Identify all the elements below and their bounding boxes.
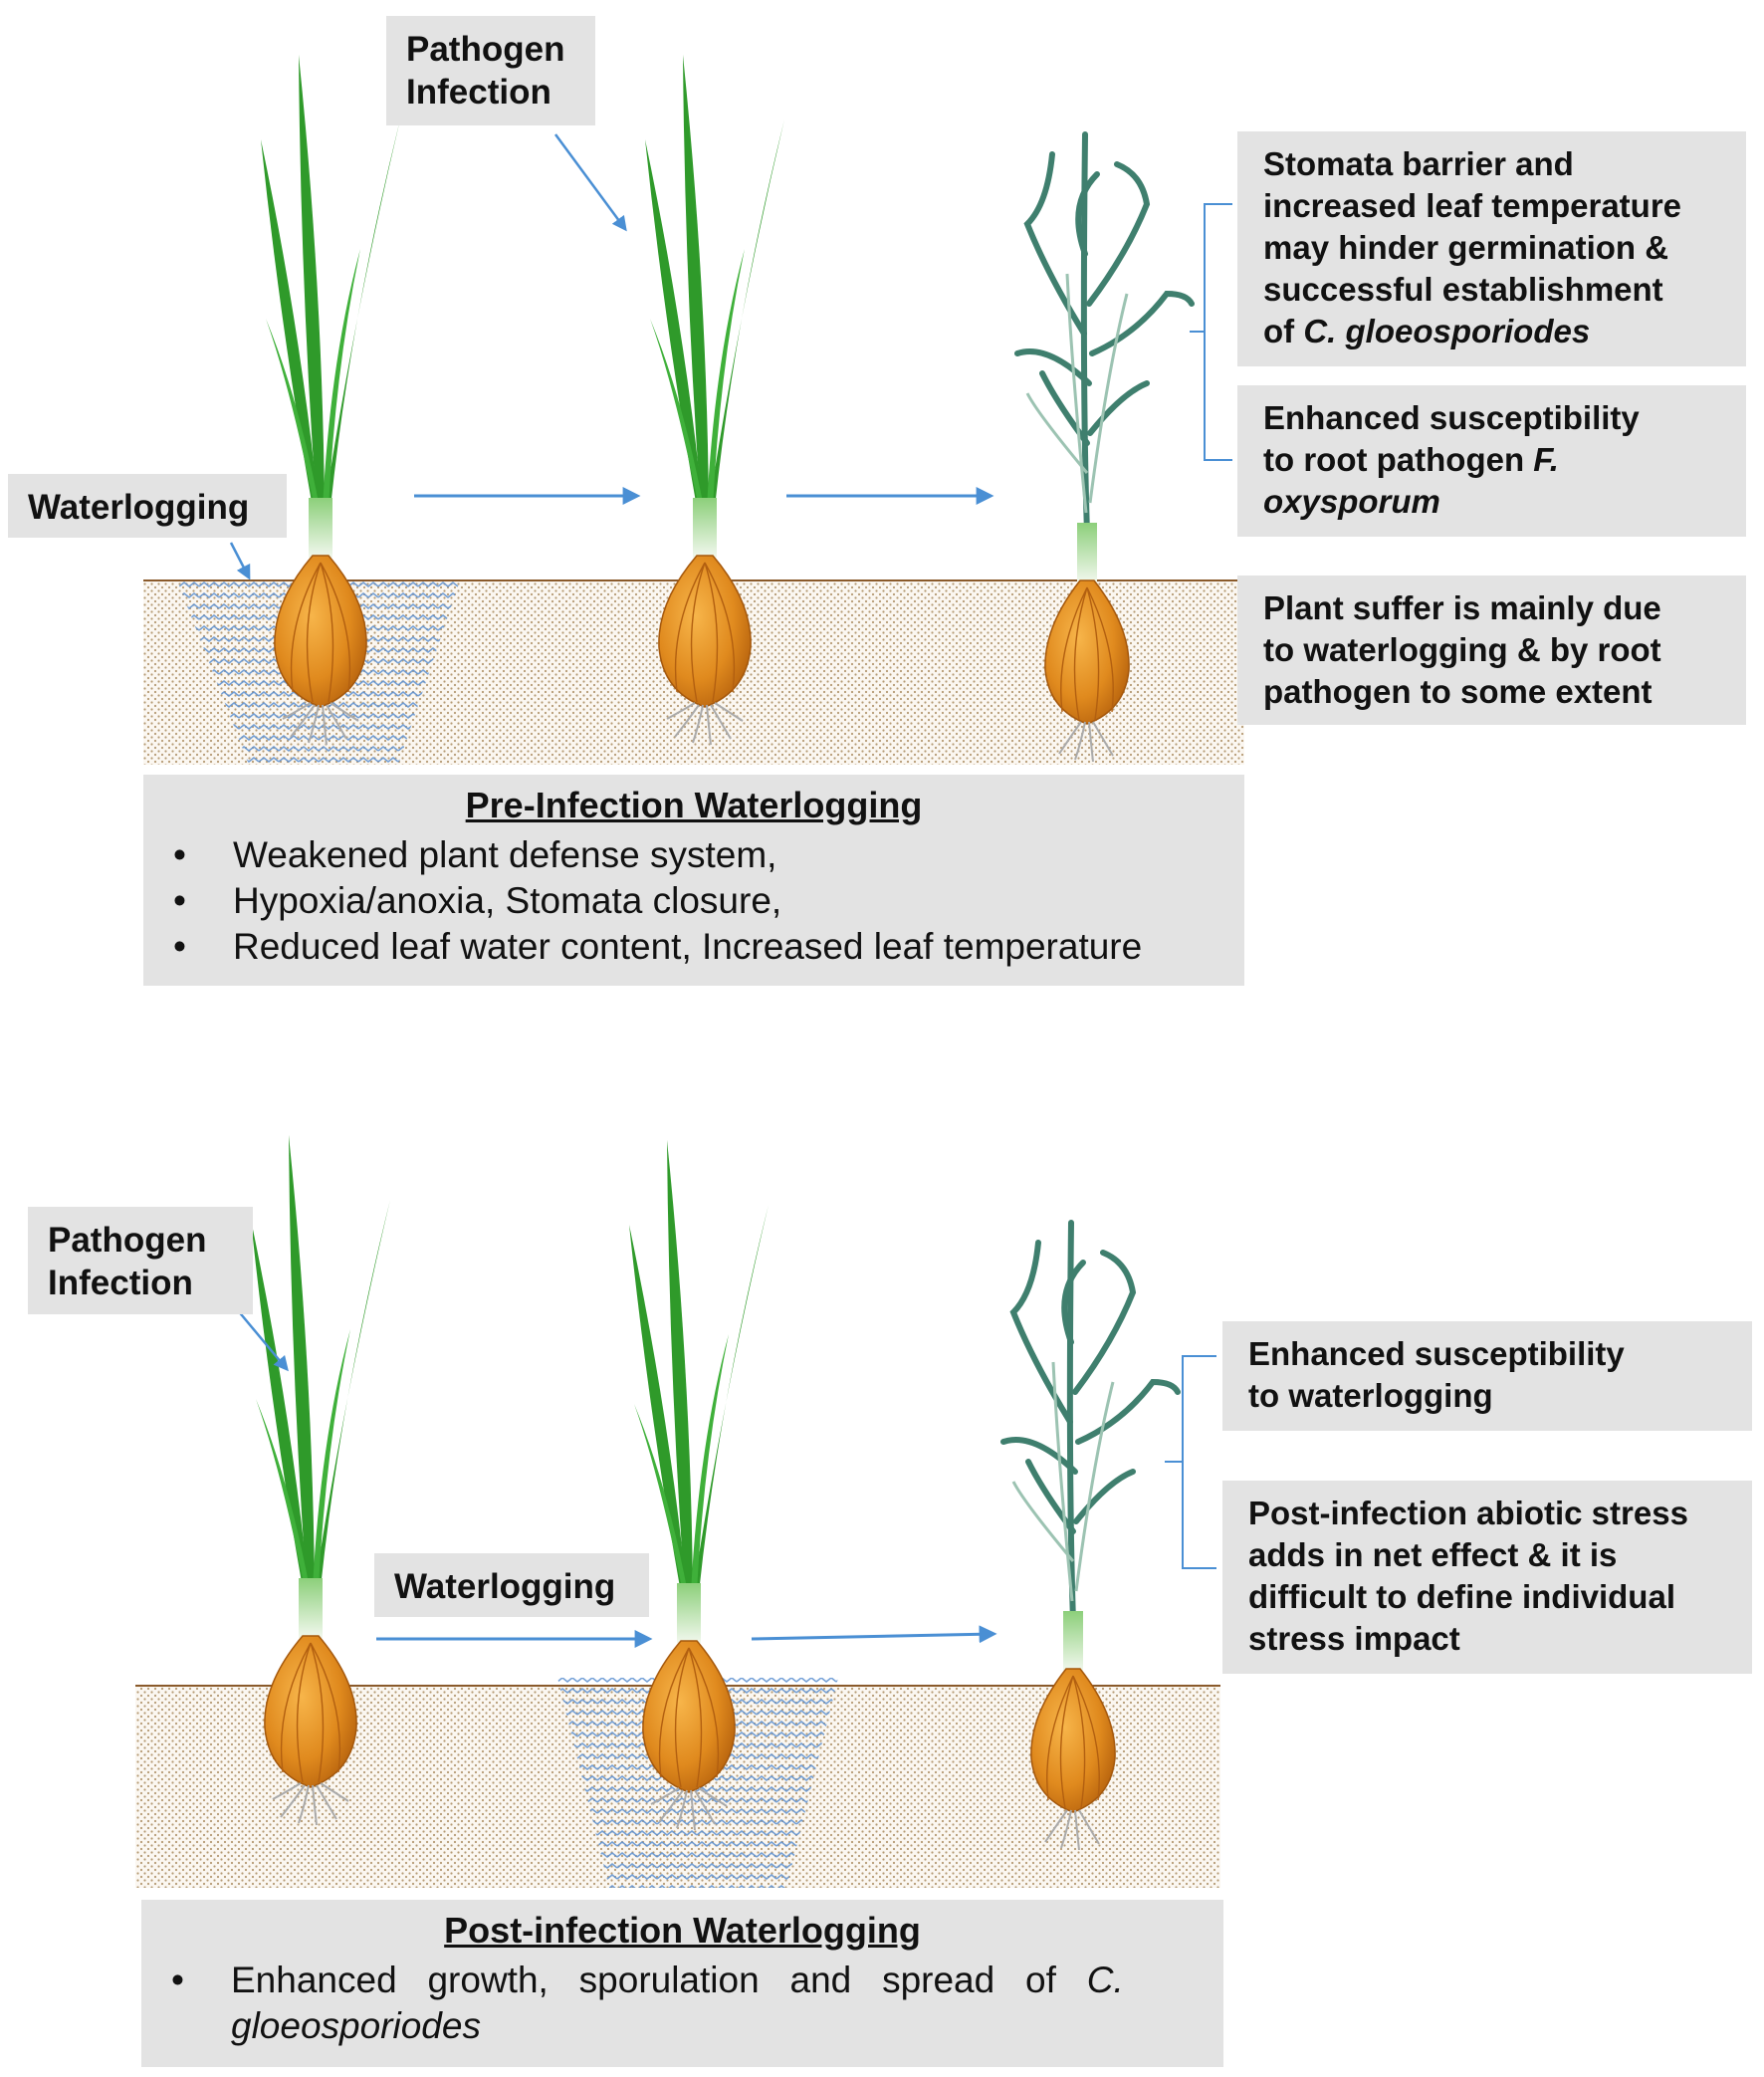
arrow-right-icon [751,1625,997,1644]
arrow-icon [553,133,627,232]
note-post-infection-stress: Post-infection abiotic stress adds in ne… [1222,1481,1752,1674]
pathogen-infection-label: Pathogen Infection [28,1207,253,1314]
arrow-icon [236,1308,289,1372]
post-infection-summary: Post-infection Waterlogging Enhanced gro… [141,1900,1223,2067]
list-item: Reduced leaf water content, Increased le… [173,924,1214,970]
pathogen-infection-label: Pathogen Infection [386,16,595,125]
summary-title: Post-infection Waterlogging [444,1910,921,1951]
summary-list: Enhanced growth, sporulation and spread … [171,1958,1194,2049]
waterlogging-label: Waterlogging [8,474,287,538]
waterlogging-label: Waterlogging [374,1553,649,1617]
summary-list: Weakened plant defense system, Hypoxia/a… [173,832,1214,970]
note-root-pathogen: Enhanced susceptibility to root pathogen… [1237,385,1746,537]
note-stomata-barrier: Stomata barrier and increased leaf tempe… [1237,131,1746,366]
arrow-icon [229,542,251,580]
list-item: Enhanced growth, sporulation and spread … [171,1958,1174,2049]
list-item: Hypoxia/anoxia, Stomata closure, [173,878,1214,924]
bracket-icon [1165,1355,1216,1569]
note-plant-suffer: Plant suffer is mainly due to waterloggi… [1237,576,1746,725]
note-susceptibility-waterlogging: Enhanced susceptibility to waterlogging [1222,1321,1752,1431]
bracket-icon [1190,203,1232,461]
summary-title: Pre-Infection Waterlogging [465,785,923,825]
list-item: Weakened plant defense system, [173,832,1214,878]
pre-infection-summary: Pre-Infection Waterlogging Weakened plan… [143,775,1244,986]
